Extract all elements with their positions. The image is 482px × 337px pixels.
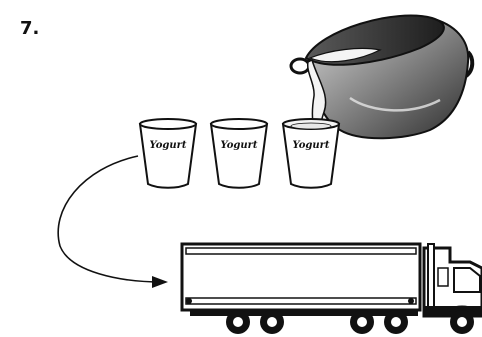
delivery-truck-icon <box>182 244 482 334</box>
cup-label-2: Yogurt <box>220 140 257 151</box>
yogurt-cup-1: Yogurt <box>140 119 196 188</box>
yogurt-cup-2: Yogurt <box>211 119 267 188</box>
cup-label-1: Yogurt <box>149 140 186 151</box>
cup-label-3: Yogurt <box>292 140 329 151</box>
yogurt-cup-3: Yogurt <box>283 119 339 188</box>
